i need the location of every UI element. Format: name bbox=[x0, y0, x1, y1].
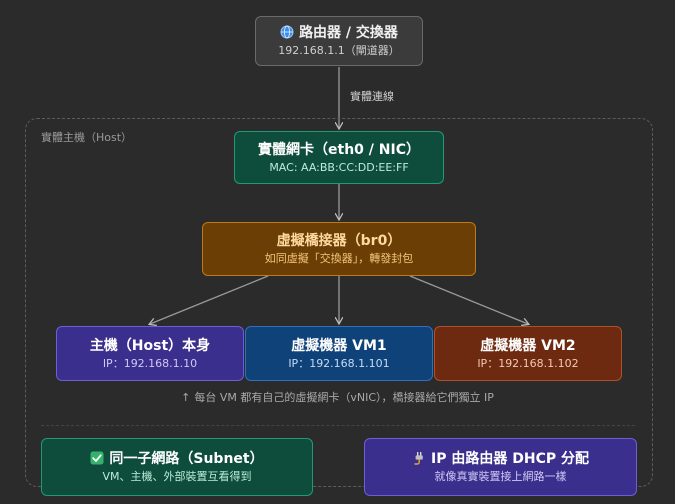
vm2-title: 虛擬機器 VM2 bbox=[480, 337, 576, 354]
vnic-note-text: 每台 VM 都有自己的虛擬網卡（vNIC），橋接器給它們獨立 IP bbox=[194, 391, 494, 404]
vm1-node: 虛擬機器 VM1 IP：192.168.1.101 bbox=[245, 326, 433, 381]
subnet-title: 同一子網路（Subnet） bbox=[109, 451, 264, 467]
dhcp-title: IP 由路由器 DHCP 分配 bbox=[431, 451, 589, 467]
bridge-title: 虛擬橋接器（br0） bbox=[276, 233, 402, 249]
checkmark-icon bbox=[90, 451, 104, 465]
subnet-info-box: 同一子網路（Subnet） VM、主機、外部裝置互看得到 bbox=[41, 438, 313, 496]
subnet-subtitle: VM、主機、外部裝置互看得到 bbox=[102, 470, 252, 483]
dhcp-info-box: IP 由路由器 DHCP 分配 就像真實裝置接上網路一樣 bbox=[364, 438, 637, 496]
host-boundary-label: 實體主機（Host） bbox=[41, 131, 133, 144]
section-divider bbox=[41, 425, 635, 426]
host-node: 主機（Host）本身 IP：192.168.1.10 bbox=[56, 326, 244, 381]
physical-link-label: 實體連線 bbox=[350, 90, 394, 103]
vm2-node: 虛擬機器 VM2 IP：192.168.1.102 bbox=[434, 326, 622, 381]
router-title: 路由器 / 交換器 bbox=[299, 25, 398, 41]
nic-subtitle: MAC: AA:BB:CC:DD:EE:FF bbox=[269, 160, 409, 174]
host-boundary bbox=[25, 118, 653, 487]
router-node: 路由器 / 交換器 192.168.1.1（閘道器） bbox=[255, 16, 423, 66]
virtual-bridge-node: 虛擬橋接器（br0） 如同虛擬「交換器」，轉發封包 bbox=[202, 222, 476, 276]
arrow-up-icon: ↑ bbox=[181, 391, 191, 404]
vnic-note: ↑每台 VM 都有自己的虛擬網卡（vNIC），橋接器給它們獨立 IP bbox=[0, 389, 675, 405]
nic-title: 實體網卡（eth0 / NIC） bbox=[258, 141, 420, 158]
physical-nic-node: 實體網卡（eth0 / NIC） MAC: AA:BB:CC:DD:EE:FF bbox=[234, 131, 444, 184]
vm2-ip: IP：192.168.1.102 bbox=[477, 356, 579, 370]
host-ip: IP：192.168.1.10 bbox=[102, 356, 198, 370]
bridge-subtitle: 如同虛擬「交換器」，轉發封包 bbox=[264, 252, 414, 265]
bridge-to-host-arrow bbox=[150, 275, 269, 324]
plug-icon bbox=[414, 452, 423, 465]
vm1-title: 虛擬機器 VM1 bbox=[291, 337, 387, 354]
host-title: 主機（Host）本身 bbox=[89, 337, 211, 354]
globe-icon bbox=[280, 25, 294, 39]
router-subtitle: 192.168.1.1（閘道器） bbox=[278, 44, 400, 57]
vm1-ip: IP：192.168.1.101 bbox=[288, 356, 390, 370]
bridge-to-vm2-arrow bbox=[409, 275, 528, 324]
dhcp-subtitle: 就像真實裝置接上網路一樣 bbox=[434, 470, 567, 483]
